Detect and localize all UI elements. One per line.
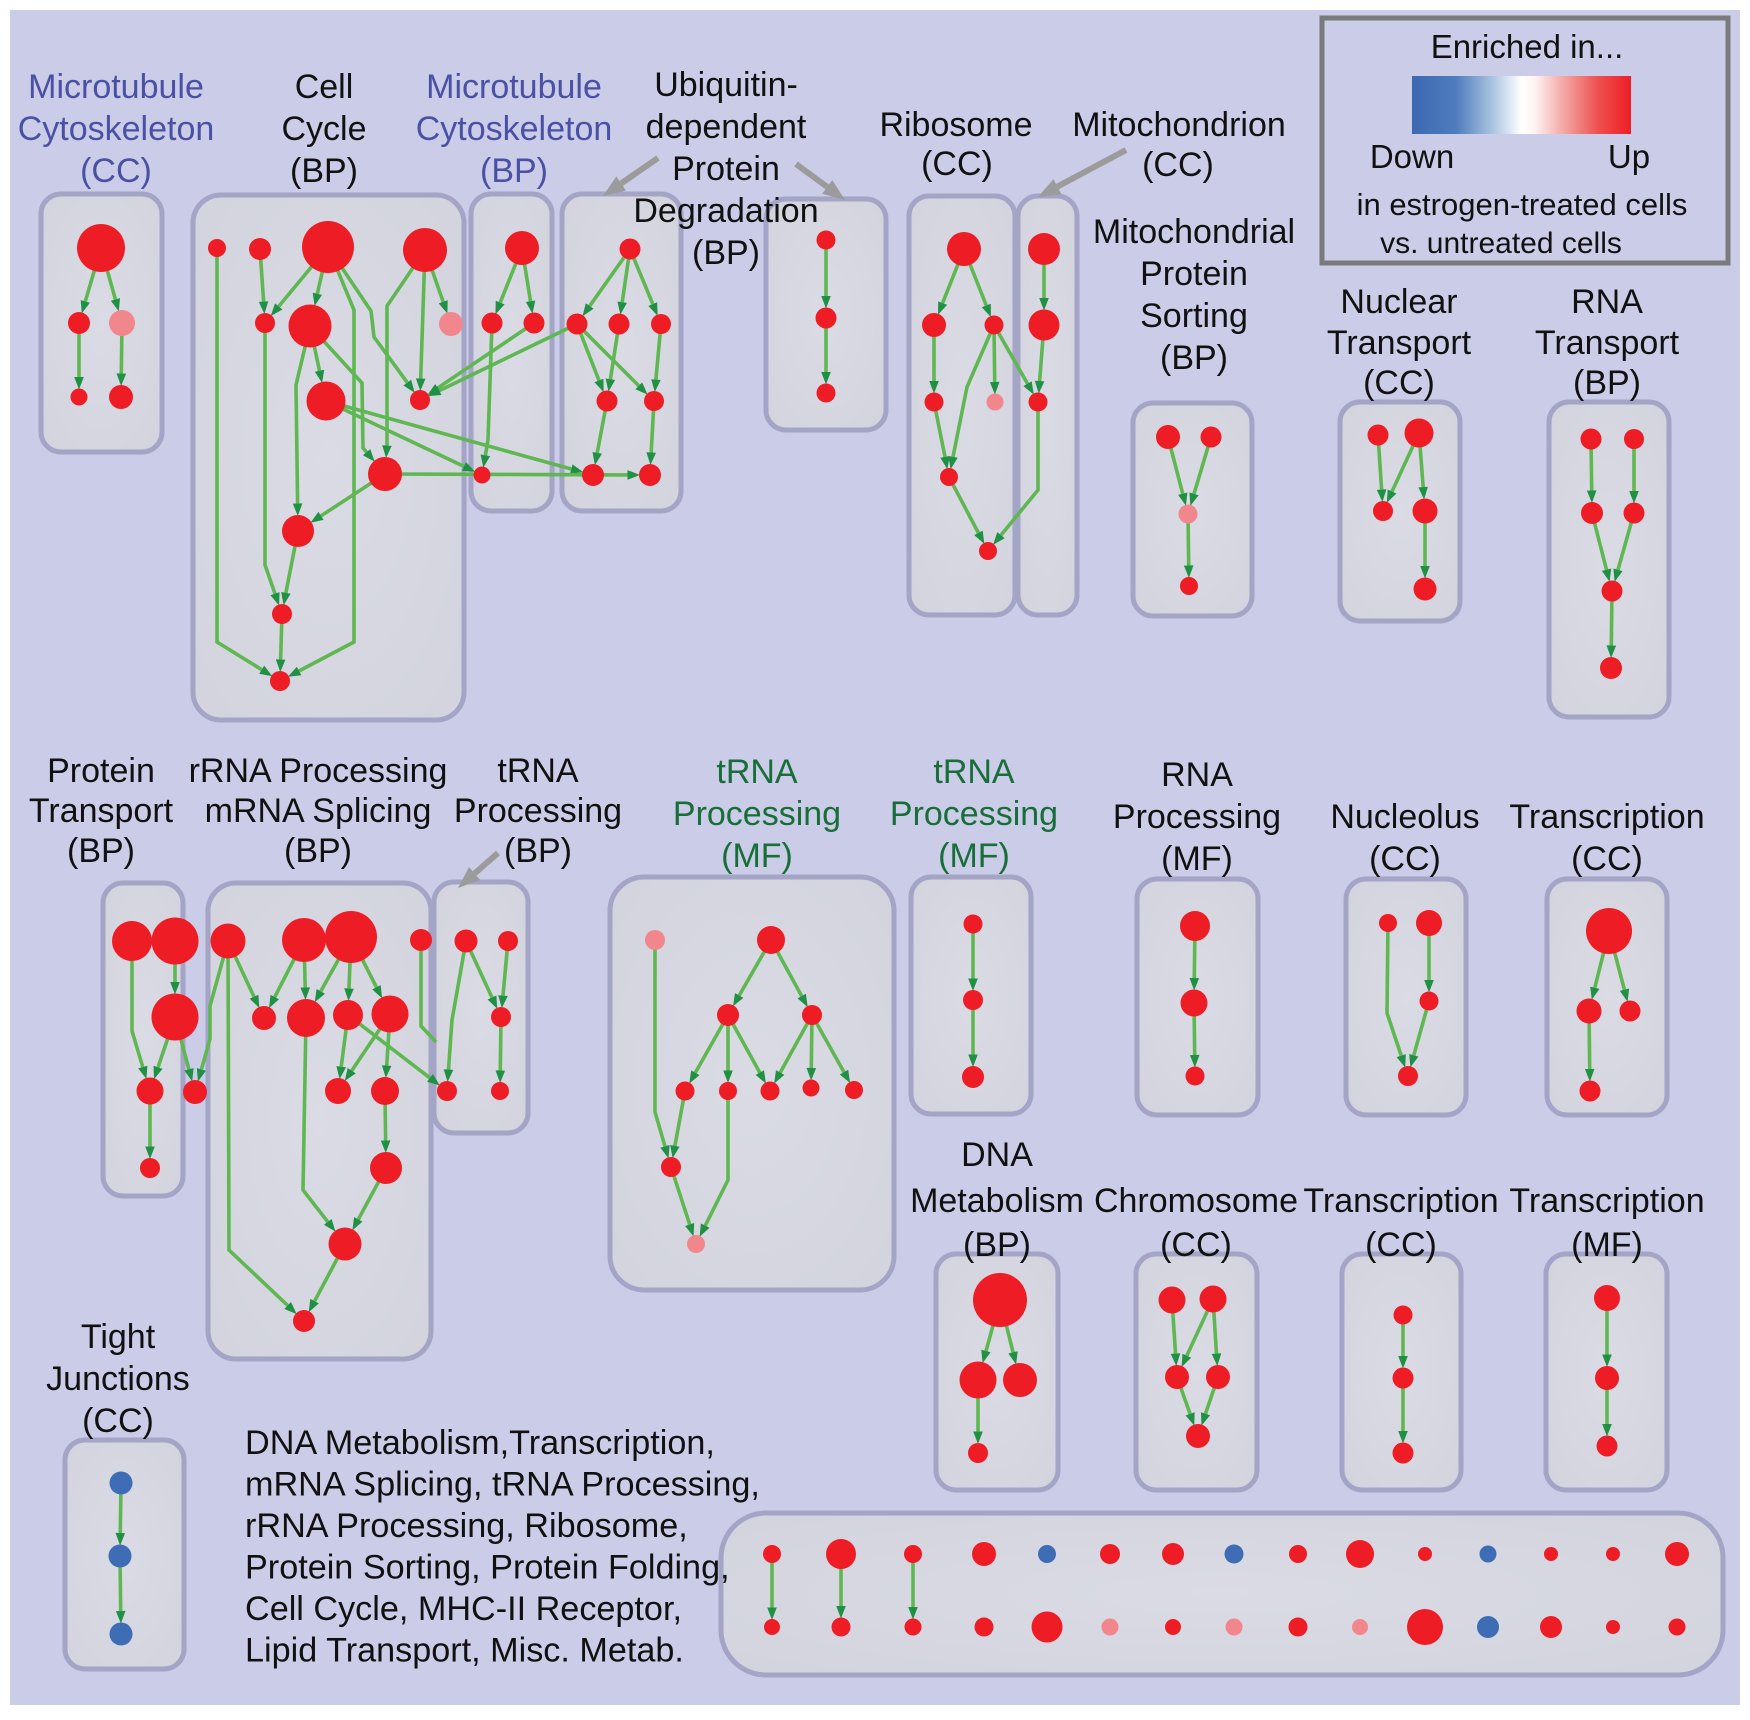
- svg-text:(CC): (CC): [1142, 146, 1214, 184]
- svg-text:mRNA Splicing: mRNA Splicing: [205, 792, 432, 830]
- svg-text:Tight: Tight: [81, 1318, 156, 1356]
- svg-text:Microtubule: Microtubule: [426, 68, 602, 106]
- svg-text:DNA Metabolism,Transcription,: DNA Metabolism,Transcription,: [245, 1424, 715, 1462]
- svg-text:Ribosome: Ribosome: [879, 106, 1032, 144]
- svg-text:Cytoskeleton: Cytoskeleton: [18, 110, 215, 148]
- svg-text:Protein Sorting, Protein Foldi: Protein Sorting, Protein Folding,: [245, 1549, 730, 1587]
- svg-text:Cycle: Cycle: [281, 110, 366, 148]
- svg-text:Transport: Transport: [1535, 324, 1680, 362]
- svg-text:(BP): (BP): [67, 832, 135, 870]
- svg-text:RNA: RNA: [1571, 283, 1643, 321]
- svg-text:(BP): (BP): [480, 152, 548, 190]
- svg-text:Cytoskeleton: Cytoskeleton: [416, 110, 613, 148]
- svg-text:DNA: DNA: [961, 1136, 1033, 1174]
- svg-text:(BP): (BP): [1573, 364, 1641, 402]
- svg-text:Transcription: Transcription: [1509, 798, 1704, 836]
- svg-text:(CC): (CC): [1365, 1226, 1437, 1264]
- svg-text:(BP): (BP): [504, 832, 572, 870]
- svg-text:tRNA: tRNA: [716, 753, 798, 791]
- svg-text:Processing: Processing: [1113, 798, 1281, 836]
- svg-text:(CC): (CC): [921, 145, 993, 183]
- svg-text:Junctions: Junctions: [46, 1360, 190, 1398]
- svg-text:dependent: dependent: [646, 108, 807, 146]
- svg-text:(BP): (BP): [284, 832, 352, 870]
- svg-text:(BP): (BP): [1160, 339, 1228, 377]
- svg-text:Nucleolus: Nucleolus: [1330, 798, 1479, 836]
- svg-text:vs. untreated cells: vs. untreated cells: [1380, 227, 1622, 260]
- svg-text:Protein: Protein: [672, 150, 780, 188]
- svg-text:Up: Up: [1608, 138, 1650, 175]
- svg-text:in estrogen-treated cells: in estrogen-treated cells: [1357, 187, 1688, 222]
- svg-text:(MF): (MF): [1571, 1226, 1643, 1264]
- svg-text:(MF): (MF): [1161, 840, 1233, 878]
- svg-text:Transport: Transport: [1327, 324, 1472, 362]
- svg-text:(BP): (BP): [290, 152, 358, 190]
- svg-text:Transcription: Transcription: [1303, 1182, 1498, 1220]
- svg-text:(CC): (CC): [1369, 840, 1441, 878]
- svg-text:(MF): (MF): [938, 837, 1010, 875]
- svg-text:Enriched in...: Enriched in...: [1431, 28, 1624, 65]
- svg-text:Protein: Protein: [1140, 255, 1248, 293]
- svg-text:Microtubule: Microtubule: [28, 68, 204, 106]
- svg-text:Processing: Processing: [454, 792, 622, 830]
- svg-text:tRNA: tRNA: [497, 752, 579, 790]
- svg-text:Sorting: Sorting: [1140, 297, 1248, 335]
- svg-text:Down: Down: [1370, 138, 1454, 175]
- svg-text:Cell: Cell: [295, 68, 354, 106]
- svg-text:Mitochondrion: Mitochondrion: [1072, 106, 1286, 144]
- svg-text:Cell Cycle, MHC-II Receptor,: Cell Cycle, MHC-II Receptor,: [245, 1590, 682, 1628]
- svg-text:(MF): (MF): [721, 837, 793, 875]
- svg-text:Transport: Transport: [29, 792, 174, 830]
- svg-text:(CC): (CC): [1571, 840, 1643, 878]
- svg-text:Nuclear: Nuclear: [1340, 283, 1457, 321]
- svg-text:Processing: Processing: [890, 795, 1058, 833]
- svg-text:(CC): (CC): [80, 152, 152, 190]
- svg-text:rRNA Processing: rRNA Processing: [189, 752, 448, 790]
- svg-text:(CC): (CC): [82, 1402, 154, 1440]
- svg-text:tRNA: tRNA: [933, 753, 1015, 791]
- svg-text:Lipid Transport, Misc. Metab.: Lipid Transport, Misc. Metab.: [245, 1632, 684, 1670]
- svg-text:(BP): (BP): [692, 234, 760, 272]
- svg-text:Chromosome: Chromosome: [1094, 1182, 1298, 1220]
- svg-text:Ubiquitin-: Ubiquitin-: [654, 66, 798, 104]
- svg-text:rRNA Processing, Ribosome,: rRNA Processing, Ribosome,: [245, 1507, 688, 1545]
- svg-text:Protein: Protein: [47, 752, 155, 790]
- svg-text:Mitochondrial: Mitochondrial: [1093, 213, 1295, 251]
- svg-text:Transcription: Transcription: [1509, 1182, 1704, 1220]
- svg-text:(CC): (CC): [1160, 1226, 1232, 1264]
- svg-text:(CC): (CC): [1363, 364, 1435, 402]
- svg-text:(BP): (BP): [963, 1226, 1031, 1264]
- svg-text:mRNA Splicing, tRNA Processing: mRNA Splicing, tRNA Processing,: [245, 1466, 760, 1504]
- svg-text:RNA: RNA: [1161, 756, 1233, 794]
- svg-text:Degradation: Degradation: [633, 192, 818, 230]
- svg-text:Processing: Processing: [673, 795, 841, 833]
- svg-text:Metabolism: Metabolism: [910, 1182, 1084, 1220]
